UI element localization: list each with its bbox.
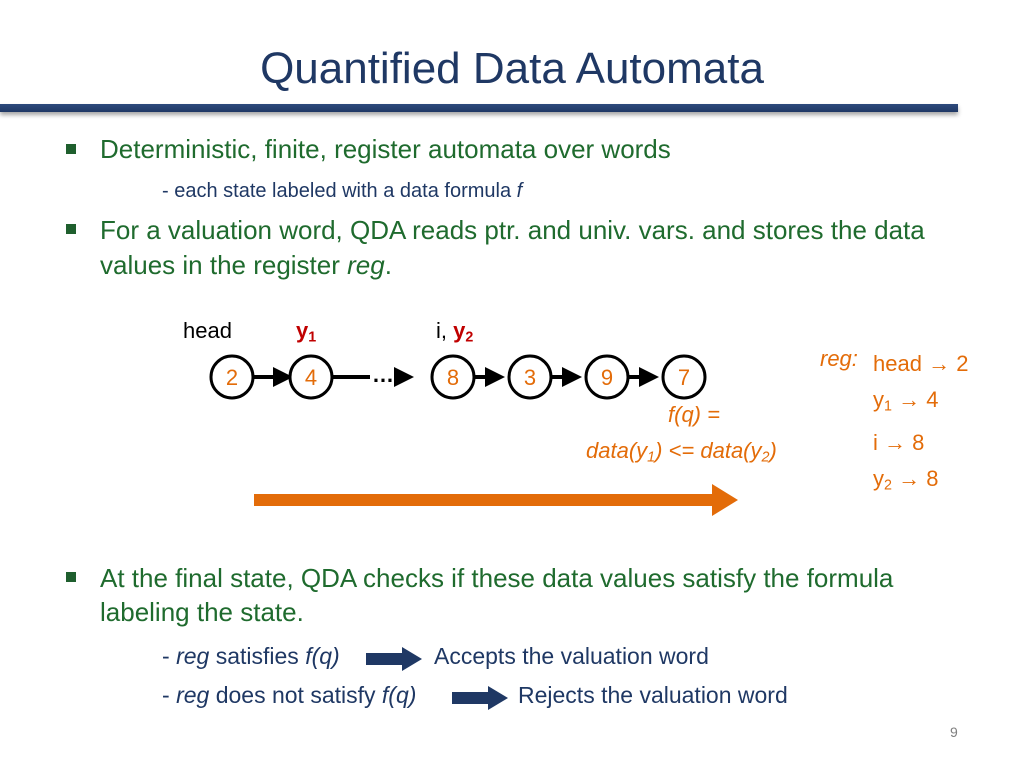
- formula-part: ) <= data(y: [655, 438, 762, 463]
- list-node: 7: [661, 354, 707, 400]
- bullet-marker: [66, 224, 76, 234]
- register-name: reg: [347, 250, 385, 280]
- formula-subscript: 2: [761, 449, 770, 466]
- bullet-1-subtext-body: - each state labeled with a data formula: [162, 180, 512, 202]
- bullet-1-text: Deterministic, finite, register automata…: [100, 134, 671, 164]
- verb: satisfies: [215, 643, 299, 669]
- state-formula-line-2: data(y1) <= data(y2): [586, 438, 777, 466]
- list-node: 2: [209, 354, 255, 400]
- register-name: reg: [176, 682, 210, 708]
- node-value: 9: [601, 365, 613, 390]
- node-value: 3: [524, 365, 536, 390]
- state-formula-line-1: f(q) =: [668, 402, 720, 427]
- title-underline: [0, 104, 958, 112]
- accept-result: Accepts the valuation word: [434, 643, 709, 669]
- bullet-2-line-2-prefix: values in the register: [100, 250, 340, 280]
- slide-title: Quantified Data Automata: [260, 44, 764, 93]
- formula-part: data(y: [586, 438, 648, 463]
- accept-condition: - reg satisfies f(q): [162, 643, 340, 670]
- register-entry: head → 2: [873, 346, 968, 382]
- bullet-2-line-1: For a valuation word, QDA reads ptr. and…: [100, 215, 925, 245]
- register-var-subscript: 2: [884, 477, 892, 494]
- register-var: y: [873, 465, 884, 491]
- formula-subscript: 1: [647, 449, 656, 466]
- node-value: 2: [226, 365, 238, 390]
- register-value: 8: [912, 429, 925, 455]
- page-number: 9: [950, 724, 958, 740]
- register-entries: head → 2 y1 → 4 i → 8 y2 → 8: [873, 346, 968, 503]
- register-value: 4: [926, 387, 939, 412]
- y1-pointer-label: y1: [296, 318, 316, 346]
- node-value: 7: [678, 365, 690, 390]
- node-value: 4: [305, 365, 317, 390]
- y1-var: y: [296, 318, 309, 343]
- bullet-2-period: .: [384, 250, 392, 280]
- implies-arrow-icon: [452, 686, 508, 710]
- bullet-1-subtext: - each state labeled with a data formula…: [162, 180, 522, 203]
- list-node: 9: [584, 354, 630, 400]
- list-node: 4: [288, 354, 334, 400]
- i-y2-pointer-label: i, y2: [436, 318, 473, 346]
- reject-condition: - reg does not satisfy f(q): [162, 682, 416, 709]
- list-node: 3: [507, 354, 553, 400]
- bullet-marker: [66, 572, 76, 582]
- head-pointer-label: head: [183, 318, 232, 343]
- reading-direction-arrow: [254, 484, 738, 516]
- bullet-2-line-2: values in the register reg.: [100, 250, 392, 281]
- right-arrow-icon: →: [898, 465, 921, 491]
- formula-variable: f: [516, 180, 523, 202]
- bullet-3-line-2: labeling the state.: [100, 597, 304, 627]
- verb: does not satisfy: [215, 682, 376, 708]
- bullet-3-line-1: At the final state, QDA checks if these …: [100, 563, 894, 593]
- linked-list-diagram: … 2 4 8 3 9 7: [209, 354, 707, 400]
- register-entry: i → 8: [873, 425, 968, 461]
- right-arrow-icon: →: [928, 351, 951, 376]
- y1-subscript: 1: [308, 329, 317, 346]
- register-var: i: [873, 429, 878, 455]
- i-var: i,: [436, 318, 447, 343]
- right-arrow-icon: →: [884, 429, 907, 455]
- bullet-marker: [66, 144, 76, 154]
- reject-result: Rejects the valuation word: [518, 682, 788, 708]
- register-name: reg: [176, 643, 210, 669]
- register-var-subscript: 1: [884, 398, 892, 415]
- dash: -: [162, 643, 170, 669]
- register-entry: y2 → 8: [873, 461, 968, 504]
- register-var: head: [873, 351, 922, 376]
- register-label: reg:: [820, 346, 858, 371]
- register-value: 8: [926, 465, 939, 491]
- list-node: 8: [430, 354, 476, 400]
- y2-subscript: 2: [465, 329, 474, 346]
- list-ellipsis: …: [372, 362, 394, 387]
- formula: f(q): [305, 643, 340, 669]
- implies-arrow-icon: [366, 647, 422, 671]
- register-var: y: [873, 387, 884, 412]
- register-value: 2: [956, 351, 969, 376]
- formula: f(q): [381, 682, 417, 708]
- formula-part: ): [769, 438, 777, 463]
- y2-var: y: [453, 318, 466, 343]
- register-entry: y1 → 4: [873, 382, 968, 425]
- node-value: 8: [447, 365, 459, 390]
- dash: -: [162, 682, 170, 708]
- right-arrow-icon: →: [898, 387, 921, 412]
